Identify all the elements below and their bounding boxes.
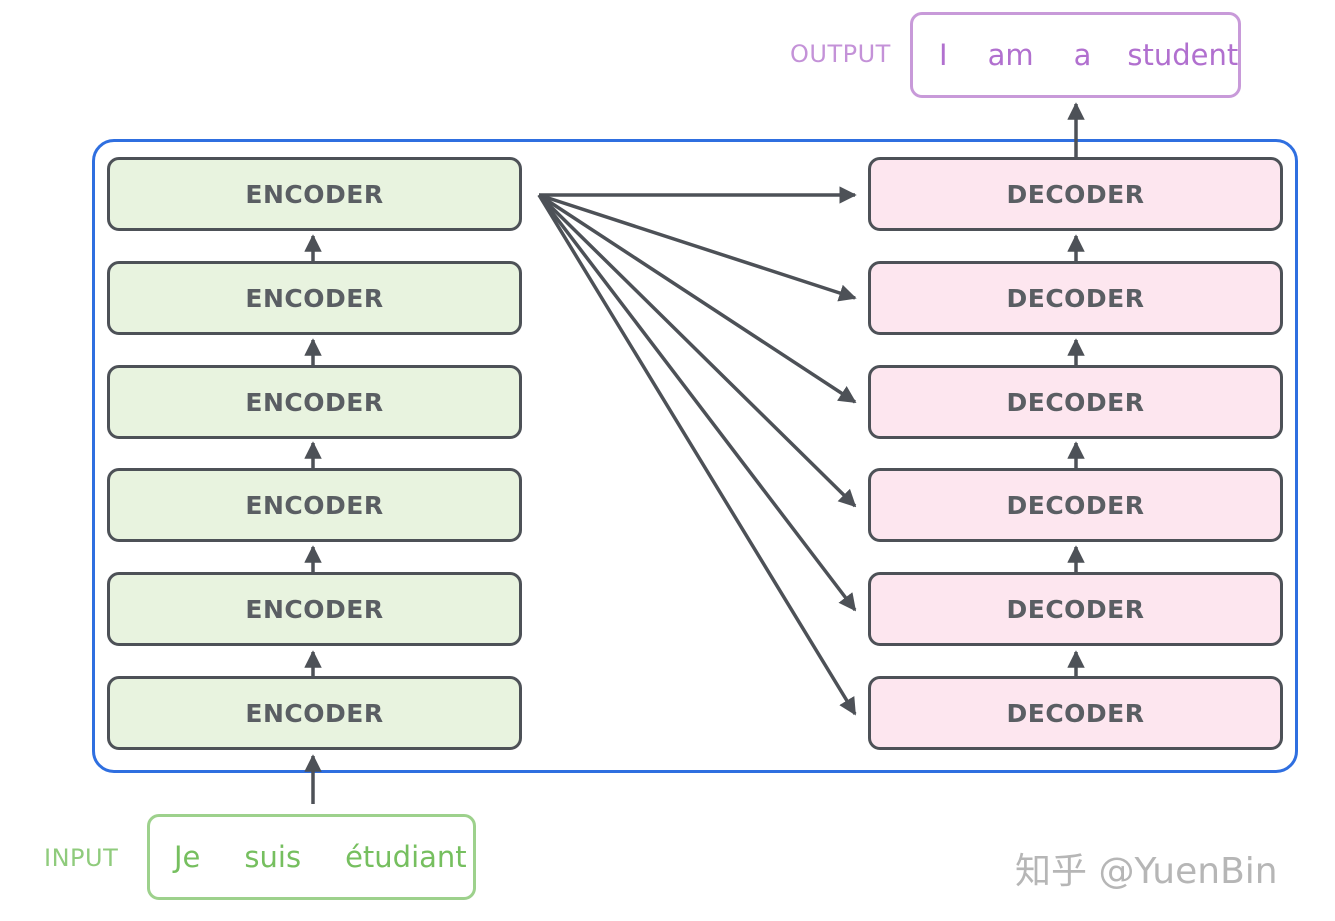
transformer-stack-frame	[92, 139, 1298, 773]
output-token: am	[987, 38, 1034, 72]
output-label: OUTPUT	[790, 40, 891, 68]
decoder-block: DECODER	[868, 157, 1283, 231]
decoder-block: DECODER	[868, 468, 1283, 542]
decoder-block: DECODER	[868, 365, 1283, 439]
decoder-block: DECODER	[868, 261, 1283, 335]
decoder-block: DECODER	[868, 676, 1283, 750]
input-label: INPUT	[44, 844, 119, 872]
output-token: a	[1073, 38, 1092, 72]
encoder-block: ENCODER	[107, 365, 522, 439]
encoder-block: ENCODER	[107, 468, 522, 542]
decoder-block: DECODER	[868, 572, 1283, 646]
input-token: Je	[174, 840, 201, 874]
output-token: I	[939, 38, 948, 72]
output-sequence-box: I am a student	[910, 12, 1241, 98]
encoder-block: ENCODER	[107, 676, 522, 750]
output-token: student	[1127, 38, 1239, 72]
input-sequence-box: Je suis étudiant	[147, 814, 476, 900]
encoder-block: ENCODER	[107, 157, 522, 231]
encoder-block: ENCODER	[107, 572, 522, 646]
encoder-block: ENCODER	[107, 261, 522, 335]
watermark: 知乎 @YuenBin	[1015, 851, 1278, 892]
input-token: étudiant	[345, 840, 467, 874]
input-token: suis	[244, 840, 302, 874]
